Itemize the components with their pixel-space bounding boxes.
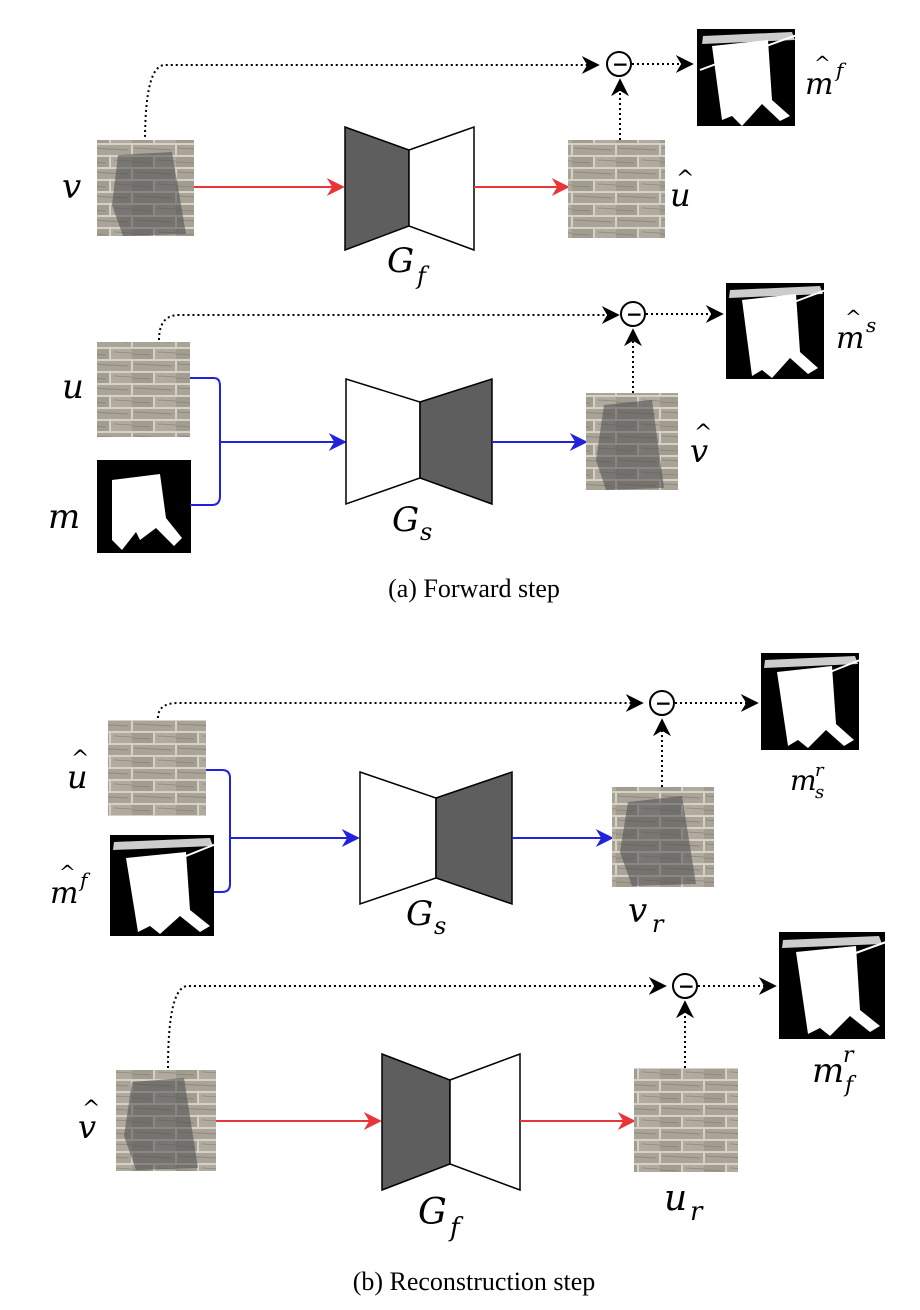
reconstruction-caption: (b) Reconstruction step: [353, 1267, 596, 1296]
reconstruction-top-output-image: [612, 787, 714, 887]
forward-top-mask-label: m: [805, 67, 833, 102]
forward-bottom-output-hat: ^: [694, 421, 712, 446]
forward-bottom-mask-label: m: [836, 321, 864, 356]
reconstruction-bottom-mask-label: m: [812, 1051, 844, 1091]
forward-bottom-minus-circle: [620, 301, 646, 327]
reconstruction-top-bracket: [206, 769, 231, 893]
reconstruction-bottom-row: v ^ G f u r − m r f: [78, 932, 887, 1243]
forward-bottom-bracket: [190, 377, 221, 506]
forward-bottom-mask-hat: ^: [845, 305, 862, 329]
reconstruction-top-mask-input-hat: ^: [59, 860, 76, 884]
forward-top-mask-image: [697, 29, 798, 126]
reconstruction-bottom-generator-sub: f: [448, 1213, 464, 1243]
reconstruction-top-input-image: [108, 720, 206, 816]
reconstruction-top-mask-sup: r: [815, 760, 825, 781]
reconstruction-top-mask-input-image: [110, 835, 217, 936]
reconstruction-top-mask-input-sup: f: [78, 868, 91, 892]
forward-top-mask-sup: f: [834, 58, 847, 82]
reconstruction-top-mask-image: [761, 653, 861, 750]
forward-top-row: v G f u ^ − m ^ f: [62, 29, 847, 290]
reconstruction-top-minus-sign: −: [655, 691, 672, 715]
reconstruction-bottom-mask-sub: f: [843, 1073, 857, 1098]
reconstruction-bottom-output-sub: r: [690, 1197, 704, 1227]
forward-bottom-input-label: u: [62, 367, 84, 407]
forward-bottom-mask-sup: s: [866, 313, 876, 337]
reconstruction-top-row: u ^ m ^ f G s v r −: [50, 653, 861, 940]
forward-top-mask-hat: ^: [814, 51, 831, 75]
forward-top-generator-label: G: [387, 241, 414, 281]
forward-bottom-input-image: [97, 342, 190, 437]
reconstruction-top-minus-circle: [649, 690, 675, 716]
reconstruction-top-generator-label: G: [406, 894, 433, 934]
reconstruction-bottom-output-label: u: [664, 1178, 687, 1219]
forward-bottom-mask-input-image: [97, 460, 191, 553]
forward-top-generator-block: [344, 125, 475, 252]
forward-bottom-row: u m G s v ^ −: [48, 283, 876, 553]
forward-top-bypass-line: [144, 56, 600, 143]
forward-bottom-bypass-line: [158, 306, 620, 341]
forward-top-minus-circle: [606, 51, 632, 77]
forward-bottom-minus-sign: −: [626, 302, 643, 326]
forward-top-generator-sub: f: [415, 262, 430, 290]
forward-bottom-generator-block: [345, 377, 493, 506]
reconstruction-top-bypass-line: [157, 694, 644, 719]
forward-bottom-mask-image: [726, 283, 827, 379]
forward-top-input-label: v: [62, 167, 81, 207]
forward-bottom-mask-input-label: m: [48, 497, 80, 537]
reconstruction-bottom-output-image: [634, 1068, 738, 1172]
forward-bottom-output-image: [586, 393, 678, 490]
reconstruction-bottom-generator-block: [381, 1052, 521, 1192]
reconstruction-bottom-bypass-line: [167, 977, 667, 1069]
forward-bottom-generator-label: G: [392, 500, 419, 540]
forward-bottom-output-label: v: [690, 432, 708, 470]
reconstruction-bottom-input-label: v: [78, 1108, 96, 1146]
reconstruction-top-output-label: v: [628, 891, 647, 931]
forward-top-input-image: [97, 140, 194, 236]
reconstruction-top-mask-sub: s: [815, 782, 824, 803]
reconstruction-bottom-mask-sup: r: [843, 1043, 855, 1068]
reconstruction-top-generator-sub: s: [434, 912, 446, 940]
reconstruction-bottom-input-hat: ^: [82, 1097, 100, 1122]
reconstruction-top-mask-input-label: m: [50, 876, 78, 911]
reconstruction-top-output-sub: r: [652, 910, 665, 938]
reconstruction-bottom-input-image: [116, 1070, 216, 1171]
reconstruction-top-input-hat: ^: [71, 747, 89, 772]
forward-top-output-hat: ^: [676, 167, 694, 192]
reconstruction-bottom-mask-image: [779, 932, 887, 1039]
reconstruction-top-mask-label: m: [790, 764, 817, 797]
reconstruction-bottom-minus-sign: −: [678, 974, 695, 998]
forward-bottom-generator-sub: s: [420, 518, 432, 546]
forward-top-output-image: [568, 140, 665, 238]
forward-caption: (a) Forward step: [388, 574, 560, 603]
reconstruction-top-input-label: u: [67, 758, 88, 796]
forward-top-minus-sign: −: [612, 52, 629, 76]
reconstruction-bottom-generator-label: G: [418, 1192, 447, 1233]
reconstruction-top-generator-block: [359, 770, 513, 906]
reconstruction-bottom-minus-circle: [672, 973, 698, 999]
forward-top-output-label: u: [670, 176, 691, 214]
